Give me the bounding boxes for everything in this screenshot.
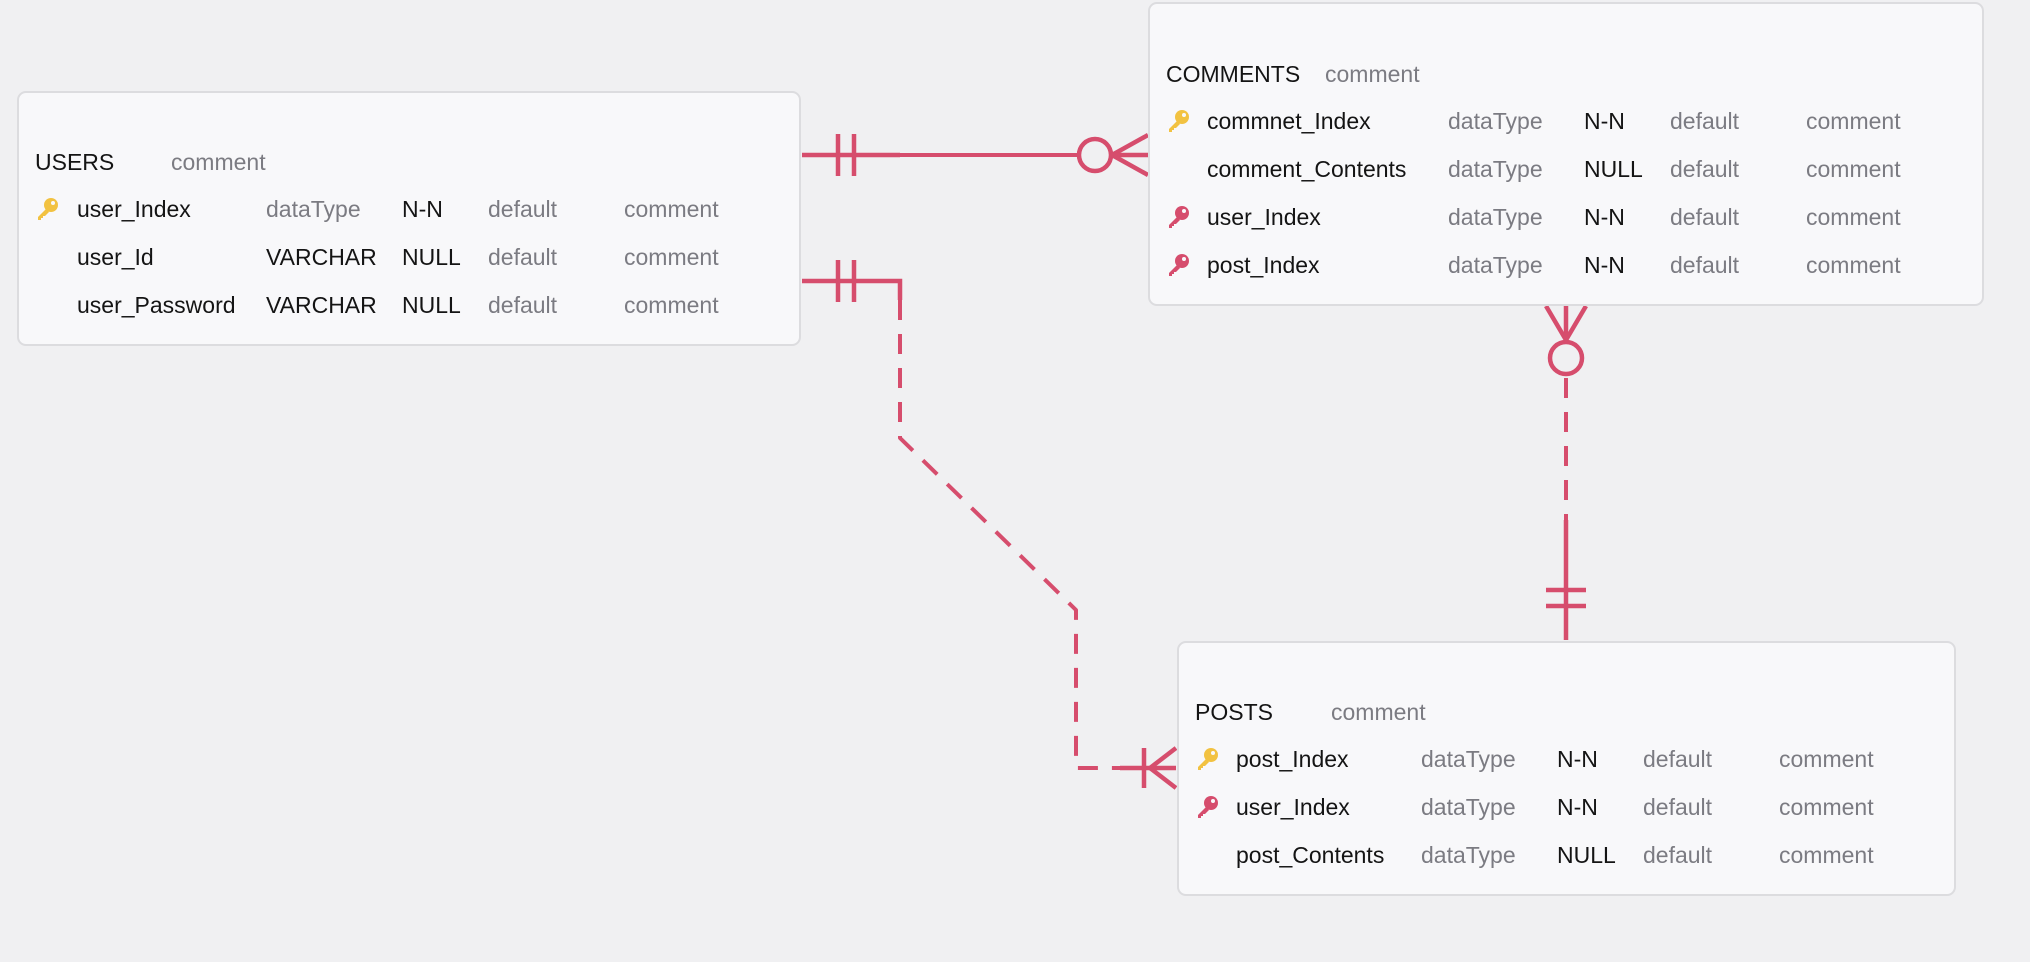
column-name[interactable]: post_Index: [1207, 252, 1320, 278]
table-name[interactable]: USERS: [35, 148, 115, 175]
column-default[interactable]: default: [488, 244, 558, 270]
table-row[interactable]: post_Contents dataType NULL default comm…: [1179, 835, 1954, 875]
table-row[interactable]: user_Password VARCHAR NULL default comme…: [19, 285, 799, 325]
primary-key-icon: [1164, 101, 1192, 141]
column-name[interactable]: user_Index: [1207, 204, 1321, 230]
column-data-type[interactable]: dataType: [1421, 746, 1516, 772]
column-name[interactable]: user_Index: [77, 196, 191, 222]
table-header: USERS comment: [35, 144, 266, 180]
column-comment[interactable]: comment: [1779, 746, 1874, 772]
column-data-type[interactable]: dataType: [1421, 794, 1516, 820]
table-comments[interactable]: COMMENTS comment commnet_Index dataType …: [1148, 2, 1984, 306]
table-comment[interactable]: comment: [171, 148, 266, 175]
table-posts[interactable]: POSTS comment post_Index dataType N-N de…: [1177, 641, 1956, 896]
column-null-constraint[interactable]: N-N: [1557, 746, 1598, 772]
column-comment[interactable]: comment: [1806, 204, 1901, 230]
one-and-only-one-marker: [1546, 587, 1586, 609]
table-row[interactable]: post_Index dataType N-N default comment: [1150, 245, 1982, 285]
column-name[interactable]: user_Password: [77, 292, 236, 318]
foreign-key-icon: [1164, 197, 1192, 237]
column-null-constraint[interactable]: N-N: [402, 196, 443, 222]
table-row[interactable]: user_Index dataType N-N default comment: [1179, 787, 1954, 827]
table-users[interactable]: USERS comment user_Index dataType N-N de…: [17, 91, 801, 346]
column-default[interactable]: default: [1670, 156, 1740, 182]
column-null-constraint[interactable]: NULL: [402, 292, 461, 318]
primary-key-icon: [1193, 739, 1221, 779]
foreign-key-icon: [1193, 787, 1221, 827]
primary-key-icon: [33, 189, 61, 229]
column-data-type[interactable]: VARCHAR: [266, 244, 377, 270]
table-comment[interactable]: comment: [1325, 60, 1420, 87]
table-row[interactable]: user_Id VARCHAR NULL default comment: [19, 237, 799, 277]
table-row[interactable]: user_Index dataType N-N default comment: [19, 189, 799, 229]
table-row[interactable]: comment_Contents dataType NULL default c…: [1150, 149, 1982, 189]
column-comment[interactable]: comment: [624, 292, 719, 318]
relationship-users-posts[interactable]: [802, 260, 1178, 790]
column-default[interactable]: default: [1643, 746, 1713, 772]
table-header: POSTS comment: [1195, 694, 1426, 730]
table-row[interactable]: user_Index dataType N-N default comment: [1150, 197, 1982, 237]
column-default[interactable]: default: [488, 292, 558, 318]
column-name[interactable]: comment_Contents: [1207, 156, 1407, 182]
column-default[interactable]: default: [1643, 842, 1713, 868]
column-null-constraint[interactable]: N-N: [1584, 252, 1625, 278]
column-comment[interactable]: comment: [1779, 794, 1874, 820]
column-name[interactable]: user_Id: [77, 244, 154, 270]
column-null-constraint[interactable]: N-N: [1584, 108, 1625, 134]
table-name[interactable]: POSTS: [1195, 698, 1273, 725]
column-comment[interactable]: comment: [624, 196, 719, 222]
column-null-constraint[interactable]: NULL: [1557, 842, 1616, 868]
column-null-constraint[interactable]: NULL: [402, 244, 461, 270]
table-header: COMMENTS comment: [1166, 56, 1420, 92]
column-default[interactable]: default: [1670, 252, 1740, 278]
one-and-only-one-marker: [835, 260, 857, 302]
one-and-only-one-marker: [802, 134, 900, 176]
table-row[interactable]: post_Index dataType N-N default comment: [1179, 739, 1954, 779]
column-name[interactable]: post_Contents: [1236, 842, 1385, 868]
relationship-line: [802, 278, 903, 300]
column-comment[interactable]: comment: [624, 244, 719, 270]
table-row[interactable]: commnet_Index dataType N-N default comme…: [1150, 101, 1982, 141]
relationship-users-comments[interactable]: [802, 133, 1150, 177]
one-or-many-marker: [1120, 746, 1178, 790]
column-data-type[interactable]: dataType: [1421, 842, 1516, 868]
zero-or-many-marker: [1076, 133, 1150, 177]
relationship-posts-comments[interactable]: [1544, 304, 1588, 640]
column-null-constraint[interactable]: N-N: [1584, 204, 1625, 230]
column-data-type[interactable]: dataType: [1448, 108, 1543, 134]
table-name[interactable]: COMMENTS: [1166, 60, 1301, 87]
column-name[interactable]: post_Index: [1236, 746, 1349, 772]
zero-or-many-marker: [1544, 304, 1588, 377]
column-data-type[interactable]: dataType: [1448, 252, 1543, 278]
column-default[interactable]: default: [1643, 794, 1713, 820]
column-data-type[interactable]: VARCHAR: [266, 292, 377, 318]
foreign-key-icon: [1164, 245, 1192, 285]
column-comment[interactable]: comment: [1806, 156, 1901, 182]
table-comment[interactable]: comment: [1331, 698, 1426, 725]
relationship-line-dashed: [898, 300, 1120, 770]
column-data-type[interactable]: dataType: [1448, 156, 1543, 182]
column-name[interactable]: commnet_Index: [1207, 108, 1371, 134]
column-comment[interactable]: comment: [1779, 842, 1874, 868]
column-data-type[interactable]: dataType: [266, 196, 361, 222]
column-null-constraint[interactable]: NULL: [1584, 156, 1643, 182]
column-default[interactable]: default: [1670, 108, 1740, 134]
column-comment[interactable]: comment: [1806, 252, 1901, 278]
column-null-constraint[interactable]: N-N: [1557, 794, 1598, 820]
column-data-type[interactable]: dataType: [1448, 204, 1543, 230]
column-default[interactable]: default: [1670, 204, 1740, 230]
column-default[interactable]: default: [488, 196, 558, 222]
column-name[interactable]: user_Index: [1236, 794, 1350, 820]
column-comment[interactable]: comment: [1806, 108, 1901, 134]
